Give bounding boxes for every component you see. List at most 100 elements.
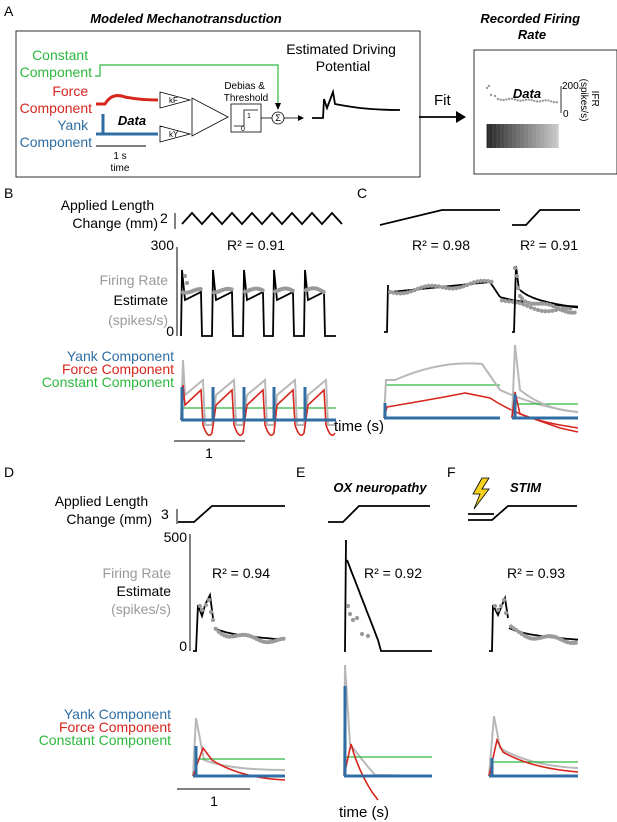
constant-legend-b: Constant Component xyxy=(42,374,174,390)
force-trace xyxy=(96,94,159,106)
estimate-label-b: Estimate xyxy=(114,292,169,308)
data-dot-c-ramp xyxy=(532,306,537,311)
data-dot-c-ramp xyxy=(464,282,470,288)
data-dot-b xyxy=(182,273,188,279)
data-dot-c-step xyxy=(541,301,546,306)
components-c xyxy=(383,344,579,433)
data-dot-c-ramp xyxy=(482,278,487,283)
recorded-data-dot xyxy=(485,86,489,90)
combined-drive-c xyxy=(383,362,579,419)
recorded-data-dot xyxy=(550,100,553,103)
driving-potential-label: Estimated Driving Potential xyxy=(286,41,400,74)
data-dot-c-ramp xyxy=(550,308,555,313)
sum-symbol: Σ xyxy=(275,113,281,123)
data-dot-c-ramp xyxy=(485,279,491,284)
components-b xyxy=(180,359,336,436)
recorded-data-dot xyxy=(522,99,525,102)
constant-legend-d: Constant Component xyxy=(39,732,171,748)
constant-trace xyxy=(95,64,279,108)
data-dot-c-step xyxy=(569,310,574,315)
combined-drive-d xyxy=(192,717,286,777)
data-dot-d xyxy=(197,603,203,609)
recorded-data-dot xyxy=(496,97,500,101)
panel-label-d: D xyxy=(4,464,14,480)
recorded-data-dot xyxy=(493,94,497,98)
recorded-data-dots xyxy=(485,84,558,104)
panel-label-e: E xyxy=(296,464,305,480)
lightning-bolt-icon xyxy=(472,477,490,510)
recorded-data-dot xyxy=(519,99,522,102)
estimate-line-c-ramp xyxy=(384,281,501,333)
yank-legend-b: Yank Component xyxy=(67,348,174,364)
applied-length-label-b: Applied Length Change (mm) xyxy=(61,197,158,231)
data-dot-c-ramp xyxy=(507,299,512,304)
scale-bar-label: 1 s xyxy=(113,151,126,162)
force-gain-triangle xyxy=(159,91,192,109)
yank-gain-label: kY xyxy=(169,130,179,139)
y-min-b: 0 xyxy=(166,323,174,339)
recorded-data-dot xyxy=(527,98,530,101)
data-dot-c-ramp xyxy=(412,288,417,293)
r2-e: R² = 0.92 xyxy=(364,565,422,581)
time-label-a: time xyxy=(111,163,130,174)
data-dot-c-ramp xyxy=(401,291,407,296)
data-dot-e xyxy=(347,611,353,617)
data-dot-c-step xyxy=(566,310,571,315)
data-dot-c-step xyxy=(514,273,520,279)
applied-length-label-d: Applied Length Change (mm) xyxy=(55,493,152,527)
data-dot-c-ramp xyxy=(415,286,421,291)
recorded-data-dot xyxy=(536,100,539,103)
data-dot-f xyxy=(495,607,501,613)
data-dot-c-ramp xyxy=(475,279,480,284)
data-dot-c-ramp xyxy=(539,308,544,313)
data-dot-b xyxy=(290,288,295,293)
data-dot-c-step xyxy=(523,299,528,304)
data-dot-e xyxy=(354,615,360,621)
data-dot-c-ramp xyxy=(426,283,431,288)
recorded-data-label: Data xyxy=(513,86,541,101)
data-dot-c-ramp xyxy=(447,286,452,291)
panel-label-b: B xyxy=(4,185,13,201)
recorded-data-dot xyxy=(552,100,556,104)
threshold-box xyxy=(230,103,262,133)
data-dot-d xyxy=(281,636,286,641)
recorded-data-dot xyxy=(541,99,544,102)
triangle-wave-length-b xyxy=(181,211,343,226)
data-dot-c-ramp xyxy=(391,290,396,295)
force-component-label: Force Component xyxy=(20,83,92,116)
r2-c-ramp: R² = 0.98 xyxy=(412,237,470,253)
components-f xyxy=(488,715,579,778)
recorded-box xyxy=(473,49,617,175)
data-dot-c-ramp xyxy=(528,305,533,310)
recorded-data-dot xyxy=(508,97,511,101)
yank-trace xyxy=(96,114,158,136)
data-dot-c-ramp xyxy=(408,289,414,294)
data-dot-c-ramp xyxy=(429,283,435,288)
data-dot-e xyxy=(350,617,356,623)
data-dot-c-ramp xyxy=(454,286,459,291)
data-dot-c-ramp xyxy=(546,309,551,314)
data-dot-c-step xyxy=(538,301,543,306)
force-gain-label: kF xyxy=(169,96,178,105)
panel-f-title: STIM xyxy=(510,480,542,495)
length-tick-d: 3 xyxy=(161,506,169,522)
firing-trace-f xyxy=(489,594,579,652)
r2-d: R² = 0.94 xyxy=(212,565,270,581)
data-dot-c-ramp xyxy=(535,307,541,313)
threshold-curve xyxy=(234,109,258,127)
yank-legend-d: Yank Component xyxy=(64,706,171,722)
step-length-e xyxy=(328,505,430,523)
data-dot-c-ramp xyxy=(440,285,445,290)
ifr-tick-0: 0 xyxy=(563,109,569,120)
data-dot-c-ramp xyxy=(433,283,438,289)
combined-drive-e xyxy=(343,664,431,777)
force-component-d xyxy=(192,746,286,781)
data-dot-c-ramp xyxy=(422,284,428,289)
firing-trace-d xyxy=(193,591,286,652)
data-dot-c-ramp xyxy=(503,298,508,304)
estimate-line-b xyxy=(180,269,336,337)
recorded-data-dot xyxy=(524,98,528,101)
y-max-d: 500 xyxy=(164,529,188,545)
force-component-f xyxy=(488,737,579,777)
data-dot-c-step xyxy=(519,296,525,301)
